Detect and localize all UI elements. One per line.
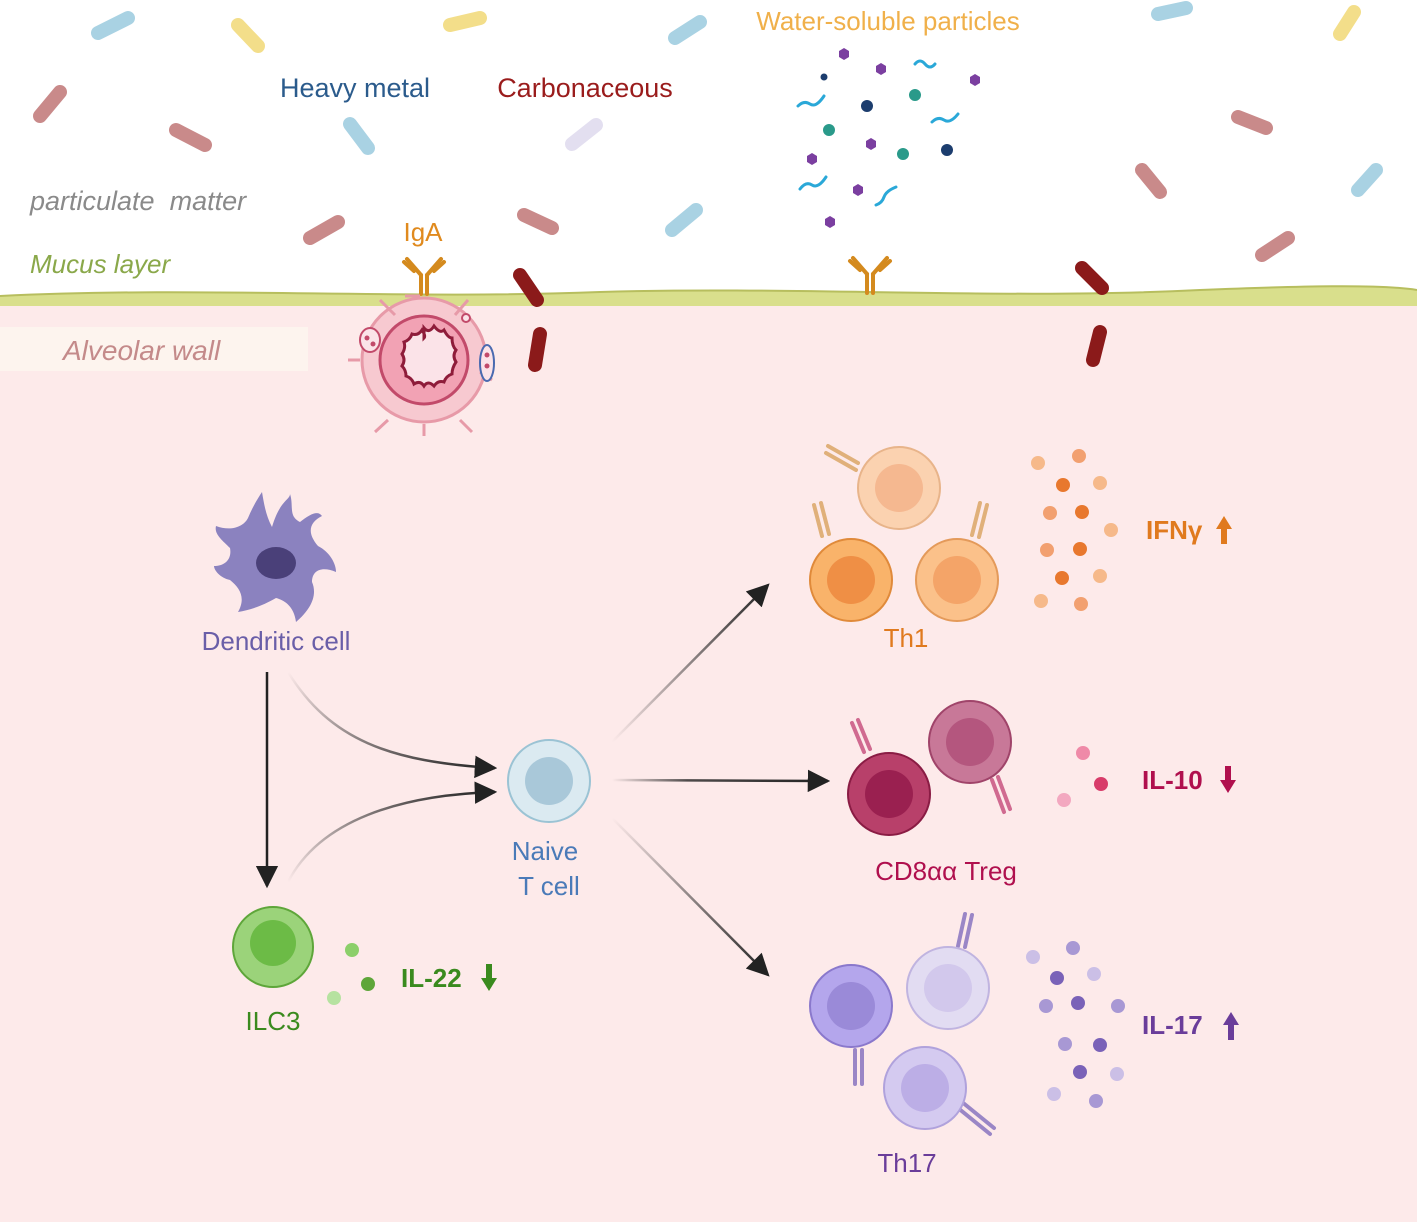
il17-particles bbox=[1026, 941, 1125, 1108]
iga-antibody-icon-2 bbox=[848, 256, 892, 295]
mucus-layer bbox=[0, 286, 1417, 306]
ifng-particles bbox=[1031, 449, 1118, 611]
label-dendritic-cell: Dendritic cell bbox=[202, 626, 351, 656]
label-heavy-metal: Heavy metal bbox=[280, 73, 430, 103]
label-th17: Th17 bbox=[877, 1148, 936, 1178]
iga-antibody-icon bbox=[402, 257, 446, 296]
il10-down-arrow-icon bbox=[1220, 766, 1236, 793]
il10-particles bbox=[1057, 746, 1108, 807]
pathway-arrows bbox=[255, 583, 831, 977]
arrow-naive-to-th1 bbox=[611, 583, 770, 743]
il17-up-arrow-icon bbox=[1223, 1012, 1239, 1040]
water-soluble-particles bbox=[796, 48, 980, 228]
ifng-up-arrow-icon bbox=[1216, 516, 1232, 544]
label-treg: CD8αα Treg bbox=[875, 856, 1017, 886]
label-il17: IL-17 bbox=[1142, 1010, 1203, 1040]
naive-t-cell-icon bbox=[507, 739, 591, 823]
label-ilc3: ILC3 bbox=[246, 1006, 301, 1036]
particulate-rods bbox=[33, 1, 1383, 262]
dendritic-cell-icon bbox=[214, 492, 336, 622]
arrow-naive-to-treg bbox=[611, 769, 831, 793]
arrow-naive-to-th17 bbox=[611, 817, 770, 977]
label-il10: IL-10 bbox=[1142, 765, 1203, 795]
label-th1: Th1 bbox=[884, 623, 929, 653]
label-iga: IgA bbox=[403, 217, 443, 247]
carbon-rods bbox=[513, 261, 1109, 372]
alveolar-wall-label-box bbox=[0, 327, 308, 371]
th1-cell-cluster bbox=[809, 444, 999, 622]
alveolar-tissue bbox=[0, 300, 1417, 1222]
label-carbonaceous: Carbonaceous bbox=[497, 73, 673, 103]
arrow-ilc3-to-naive bbox=[286, 781, 498, 883]
th17-cell-cluster bbox=[809, 912, 996, 1136]
il22-down-arrow-icon bbox=[481, 964, 497, 991]
label-water-soluble: Water-soluble particles bbox=[756, 6, 1019, 36]
label-alveolar-wall: Alveolar wall bbox=[61, 335, 221, 366]
label-il22: IL-22 bbox=[401, 963, 462, 993]
label-mucus-layer: Mucus layer bbox=[30, 249, 171, 279]
ilc3-cell-icon bbox=[232, 906, 314, 988]
alveolus-icon bbox=[348, 294, 495, 436]
label-particulate-matter: particulate matter bbox=[29, 186, 247, 216]
label-naive-line1: Naive bbox=[512, 836, 578, 866]
label-naive-line2: T cell bbox=[518, 871, 580, 901]
label-ifng: IFNγ bbox=[1146, 515, 1203, 545]
treg-cell-cluster bbox=[847, 700, 1012, 836]
il22-particles bbox=[327, 943, 375, 1005]
arrow-dc-to-naive bbox=[286, 671, 498, 779]
